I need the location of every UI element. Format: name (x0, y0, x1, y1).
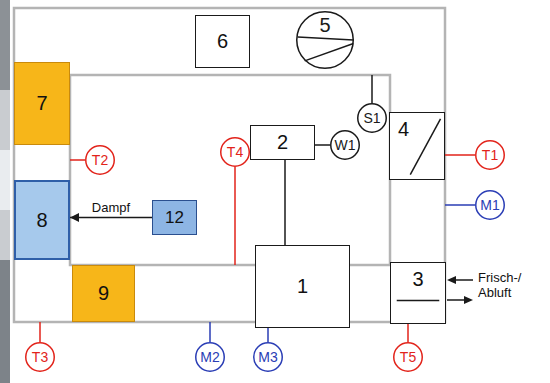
air-label: Frisch-/ Abluft (478, 271, 540, 301)
sensor-label: T4 (227, 144, 243, 160)
circle-outline (26, 343, 55, 372)
sensor-leader (234, 167, 236, 265)
filter-box: 4 (389, 112, 445, 180)
air-arrowhead (447, 276, 456, 284)
photo-strip (0, 0, 10, 90)
humidifier-box: 8 (14, 180, 70, 260)
sensor-circle: T5 (393, 342, 423, 372)
sensor-circle: T4 (220, 137, 250, 167)
callout-number: 9 (98, 282, 109, 305)
damper-box: 3 (390, 262, 446, 324)
circle-outline (254, 343, 283, 372)
sensor-leader (445, 204, 475, 206)
duct-inner-wall (70, 75, 390, 265)
callout-number: 7 (36, 92, 47, 115)
sensor-circle: M1 (475, 190, 505, 220)
sensor-circle: T2 (85, 145, 115, 175)
sensor-label: T1 (482, 147, 498, 163)
air-arrowhead (464, 296, 473, 304)
callout-number: 2 (277, 131, 288, 154)
air-arrow (455, 279, 473, 281)
sensor-label: W1 (335, 137, 356, 153)
sensor-leader (445, 154, 475, 156)
callout-number: 3 (412, 268, 423, 291)
sensor-leader (70, 159, 85, 161)
photo-strip (0, 0, 10, 383)
sensor-leader (209, 322, 211, 342)
chamber-box: 1 (255, 245, 350, 328)
sensor-circle: T1 (475, 140, 505, 170)
circle-outline (476, 191, 505, 220)
damper-symbol-line (396, 299, 439, 301)
circle-outline (196, 343, 225, 372)
sensor-circle: T3 (25, 342, 55, 372)
circle-outline (358, 104, 387, 133)
sensor-circle: W1 (330, 130, 360, 160)
sensor-label: T5 (400, 349, 416, 365)
callout-number: 4 (398, 118, 409, 141)
callout-number: 1 (297, 275, 308, 298)
sensor-leader (407, 324, 409, 342)
photo-strip (0, 260, 10, 383)
circle-outline (331, 131, 360, 160)
filter-symbol-line (410, 118, 440, 174)
sensor-circle: S1 (357, 103, 387, 133)
sensor-label: T3 (32, 349, 48, 365)
sensor-label: M3 (258, 349, 277, 365)
circle-outline (476, 141, 505, 170)
connector (70, 217, 152, 219)
connector (315, 144, 330, 146)
fan-symbol: 5 (296, 11, 354, 69)
fan-symbol-line (305, 43, 354, 60)
heater-box: 7 (14, 62, 70, 145)
process-box: 2 (250, 125, 315, 160)
sensor-circle: M2 (195, 342, 225, 372)
sensor-leader (39, 322, 41, 342)
connector-label: Dampf (91, 201, 131, 216)
duct-outer-wall (14, 8, 445, 322)
sensor-label: M1 (480, 197, 499, 213)
sensor-label: T2 (92, 152, 108, 168)
sensor-label: 5 (319, 14, 330, 37)
callout-number: 12 (165, 208, 184, 228)
sensor-leader (371, 75, 373, 103)
process-box: 6 (195, 15, 250, 68)
sensor-circle: M3 (253, 342, 283, 372)
sensor-label: M2 (200, 349, 219, 365)
heater-box: 9 (72, 265, 135, 322)
air-arrow (447, 299, 465, 301)
callout-number: 6 (217, 30, 228, 53)
fan-symbol-line (298, 37, 354, 40)
circle-outline (297, 12, 354, 69)
circle-outline (221, 138, 250, 167)
connector (284, 160, 286, 245)
steam-generator-box: 12 (152, 200, 197, 235)
callout-number: 8 (36, 209, 47, 232)
circle-outline (86, 146, 115, 175)
sensor-label: S1 (363, 110, 380, 126)
photo-strip (0, 150, 10, 210)
node-shape (389, 112, 445, 180)
sensor-leader (267, 328, 269, 342)
circle-outline (394, 343, 423, 372)
